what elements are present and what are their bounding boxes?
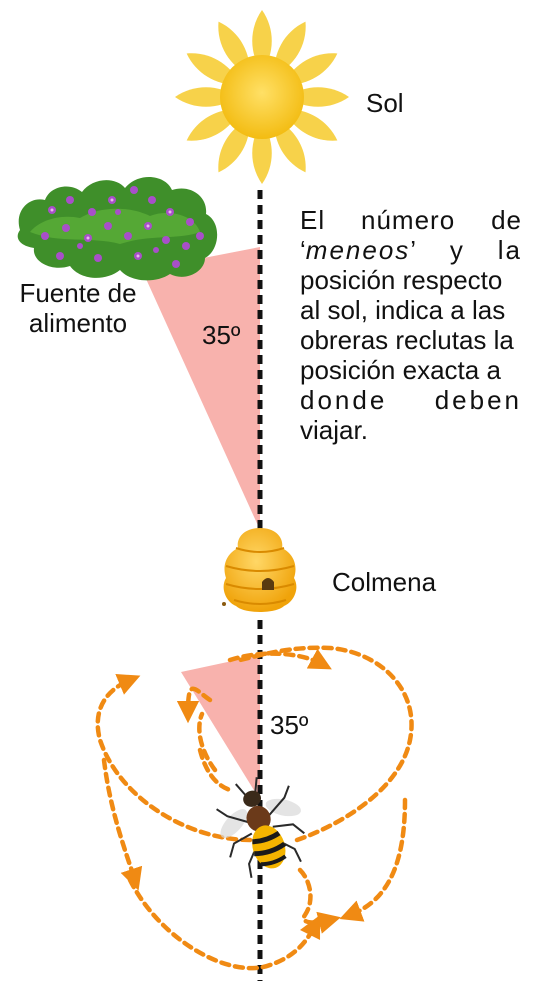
- dance-loop-bottom-left: [101, 757, 143, 891]
- bottom-angle-wedge: [181, 655, 260, 800]
- description-quote-open: ‘: [300, 235, 306, 265]
- sun-icon: [175, 10, 349, 184]
- description-line-4: al sol, indica a las: [300, 295, 506, 325]
- description-line-5: obreras reclutas la: [300, 325, 514, 355]
- food-source-label-line1: Fuente de: [19, 278, 137, 308]
- dance-small-loop: [197, 747, 233, 793]
- food-source-label-line2: alimento: [28, 308, 128, 338]
- top-angle-label: 35º: [202, 320, 241, 350]
- dance-path: [95, 645, 414, 971]
- description-line-2: ‘meneos’ y la: [300, 235, 522, 265]
- dance-arrow-top: [227, 648, 332, 670]
- dance-loop-bottom: [127, 877, 321, 971]
- description-line-3: posición respecto: [300, 265, 503, 295]
- sun-label: Sol: [366, 88, 404, 118]
- description-line-1: El número de: [300, 205, 522, 235]
- hive-label: Colmena: [332, 567, 437, 597]
- food-source-label: Fuente de alimento: [14, 278, 142, 338]
- dance-inner-stroke: [197, 711, 218, 773]
- top-angle-wedge: [142, 247, 260, 530]
- bee-icon: [216, 777, 305, 878]
- description-line-7: donde deben: [300, 385, 522, 415]
- description-meneos: meneos: [305, 235, 411, 265]
- dance-loop-right: [237, 645, 414, 843]
- flower-bush-icon: [17, 176, 218, 281]
- hive-icon: [222, 528, 297, 612]
- dance-return-right: [339, 797, 408, 922]
- description-line-8: viajar.: [300, 415, 368, 445]
- dance-description: El número de ‘meneos’ y la posición resp…: [300, 205, 522, 445]
- dance-inner-left: [176, 686, 213, 724]
- description-line-6: posición exacta a: [300, 355, 501, 385]
- description-line-2-rest: ’ y la: [410, 235, 522, 265]
- bottom-angle-label: 35º: [270, 710, 309, 740]
- dance-return-left: [297, 867, 341, 934]
- dance-loop-left: [95, 673, 253, 843]
